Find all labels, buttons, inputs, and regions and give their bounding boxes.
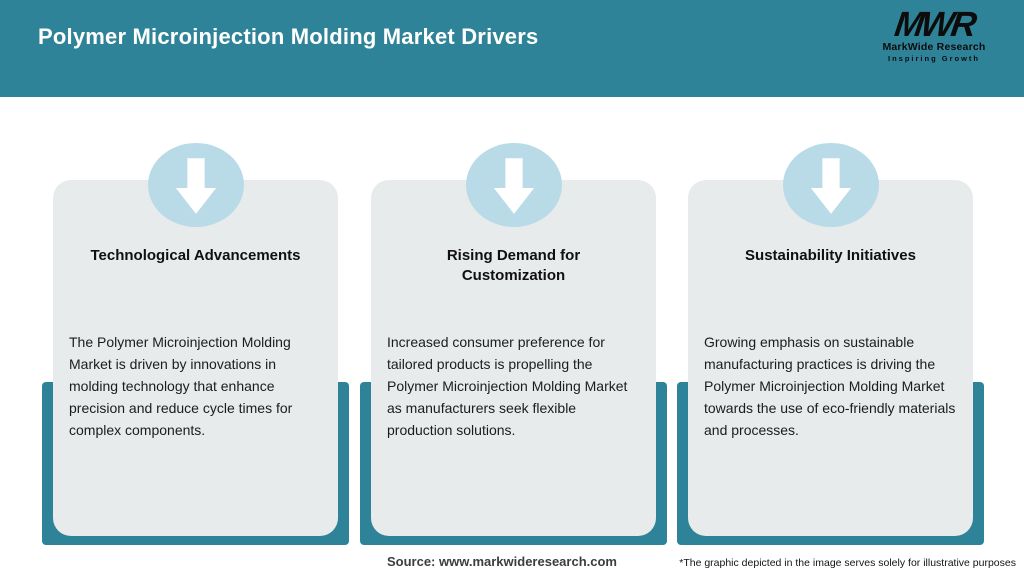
- card-body: The Polymer Microinjection Molding Marke…: [69, 334, 293, 438]
- card-body: Increased consumer preference for tailor…: [387, 334, 628, 438]
- down-arrow-icon: [493, 158, 534, 214]
- down-arrow-icon: [175, 158, 216, 214]
- logo-monogram: MWR: [892, 5, 976, 44]
- icon-circle: [465, 143, 562, 227]
- page-title: Polymer Microinjection Molding Market Dr…: [38, 24, 539, 49]
- driver-card: Rising Demand for Customization Increase…: [371, 180, 656, 536]
- disclaimer-text: *The graphic depicted in the image serve…: [679, 557, 1016, 569]
- driver-card: Technological Advancements The Polymer M…: [53, 180, 338, 536]
- source-text: Source: www.markwideresearch.com: [386, 554, 617, 569]
- driver-card-group-2: Rising Demand for Customization Increase…: [360, 143, 667, 547]
- icon-circle: [147, 143, 244, 227]
- header-bar: Polymer Microinjection Molding Market Dr…: [0, 0, 1024, 97]
- card-title: Rising Demand for Customization: [446, 247, 581, 285]
- card-title: Technological Advancements: [90, 247, 301, 264]
- card-body: Growing emphasis on sustainable manufact…: [704, 334, 956, 438]
- driver-card-group-3: Sustainability Initiatives Growing empha…: [677, 143, 984, 547]
- down-arrow-icon: [810, 158, 851, 214]
- card-title: Sustainability Initiatives: [745, 247, 916, 264]
- logo-name: MarkWide Research: [882, 41, 986, 53]
- driver-card-group-1: Technological Advancements The Polymer M…: [42, 143, 349, 547]
- logo-tagline: Inspiring Growth: [888, 53, 980, 63]
- markwide-research-logo: MWR MarkWide Research Inspiring Growth: [854, 5, 1014, 63]
- driver-card: Sustainability Initiatives Growing empha…: [688, 180, 973, 536]
- icon-circle: [782, 143, 879, 227]
